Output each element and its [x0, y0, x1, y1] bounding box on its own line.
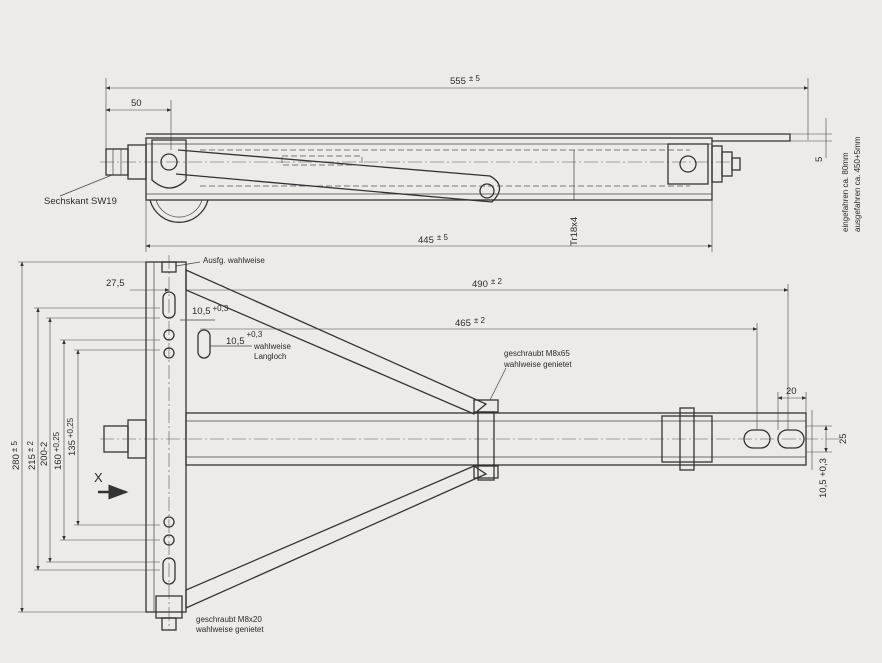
retracted-note: eingefahren ca. 80mm [841, 152, 850, 232]
right-bracket [667, 143, 709, 185]
dim-20-label: 20 [786, 386, 797, 397]
plan-right-bracket [661, 415, 713, 463]
top-plate [146, 133, 791, 142]
dim-25-label: 25 [838, 433, 849, 444]
wheel [149, 199, 209, 223]
bar-slot [777, 429, 805, 449]
leader-line [59, 174, 113, 197]
plan-view: Ausfg. wahlweise geschraubt M8x20 wahlwe… [10, 255, 849, 634]
direction-label: X [94, 470, 103, 485]
dim-445-label: 445± 5 [418, 233, 448, 246]
top-bolt [161, 261, 177, 273]
hole-note: Ausfg. wahlweise [203, 256, 265, 265]
swing-arm [175, 149, 501, 203]
plate-hole [163, 329, 175, 341]
end-nut [721, 151, 733, 177]
channel-body [145, 137, 713, 201]
top-view: 555± 5 50 Sechskant SW19 [44, 74, 862, 252]
lower-brace [185, 465, 488, 610]
end-bolt [731, 157, 741, 171]
dim-10-5-right-label: 10,5 +0,3 [818, 458, 829, 498]
vdim-160-label: 160+0,25 [52, 431, 64, 470]
middle-bolt-note-2: wahlweise genietet [503, 360, 572, 369]
dim-27-5-label: 27,5 [106, 278, 125, 289]
pivot-hole [160, 153, 178, 171]
dim-555-label: 555± 5 [450, 74, 480, 87]
leader-line [175, 261, 201, 267]
dim-50-label: 50 [131, 98, 142, 109]
slot-note-2: Langloch [254, 352, 286, 361]
middle-bolt-note: geschraubt M8x65 [504, 349, 570, 358]
vdim-215-label: 215± 2 [26, 441, 38, 470]
thread-label: Tr18x4 [569, 217, 580, 246]
dim-465-label: 465± 2 [455, 316, 485, 329]
slot-dim-label: 10,5+0,3 [226, 330, 263, 347]
slot-note: wahlweise [253, 342, 291, 351]
hole-dim-label: 10,5+0,3 [192, 304, 229, 317]
dim-5-label: 5 [814, 157, 825, 162]
wheel-inner [155, 199, 203, 218]
plate-slot-bottom [162, 557, 176, 585]
hidden-nut [281, 155, 363, 166]
bottom-bolt-stem [161, 617, 177, 631]
optional-slot [197, 329, 211, 359]
bearing-block [127, 144, 147, 180]
pivot-bracket [151, 139, 187, 189]
nut-plate [711, 145, 723, 183]
plate-slot-top [162, 291, 176, 319]
plan-right-bolt [679, 407, 695, 471]
plate-hole [163, 534, 175, 546]
extended-note: ausgefahren ca. 450+5mm [853, 136, 862, 232]
vdim-280-label: 280± 5 [10, 441, 22, 470]
bottom-bolt-note: geschraubt M8x20 [196, 615, 262, 624]
plate-hole [163, 347, 175, 359]
middle-bolt-shank [477, 411, 495, 481]
dim-490-label: 490± 2 [472, 277, 502, 290]
upper-brace [185, 268, 488, 415]
hex-label: Sechskant SW19 [44, 196, 117, 207]
vdim-135-label: 135+0,25 [66, 417, 78, 456]
leader-line [489, 367, 507, 401]
middle-bolt-nut [473, 465, 499, 479]
bottom-bolt-note-2: wahlweise genietet [195, 625, 264, 634]
arm-hole [479, 183, 495, 199]
plan-bearing [127, 419, 147, 459]
vdim-200-label: 200-2 [39, 442, 50, 466]
right-bracket-hole [679, 155, 697, 173]
plate-hole [163, 516, 175, 528]
